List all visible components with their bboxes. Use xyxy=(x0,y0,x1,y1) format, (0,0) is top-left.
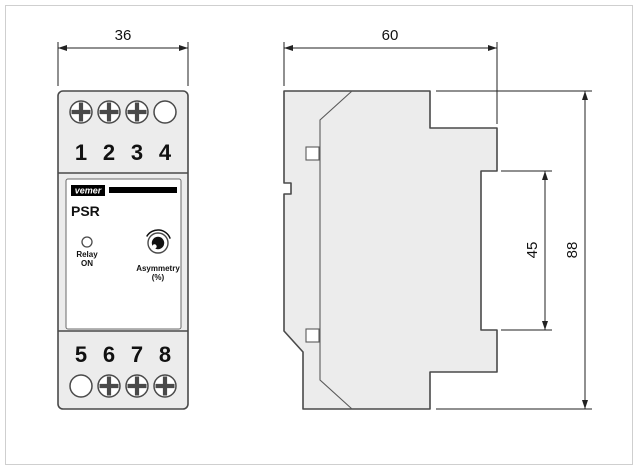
terminal-number: 6 xyxy=(103,342,115,367)
screw-terminal-icon xyxy=(125,100,149,124)
asymmetry-knob-icon xyxy=(146,229,171,254)
arrowhead-down-icon xyxy=(542,321,548,330)
arrowhead-right-icon xyxy=(488,45,497,51)
inner-contour-line xyxy=(319,90,353,410)
screw-terminal-icon xyxy=(125,374,149,398)
model-name: PSR xyxy=(71,203,100,219)
terminal-number: 1 xyxy=(75,140,87,165)
drawing-border xyxy=(5,5,633,465)
brand-logo-text: vemer xyxy=(75,186,102,196)
open-terminal-icon xyxy=(69,374,93,398)
relay-led-icon xyxy=(81,236,93,248)
fixing-hole-square xyxy=(305,328,320,343)
overall-height-dimension: 88 xyxy=(436,90,592,410)
terminal-number: 5 xyxy=(75,342,87,367)
dimension-value: 88 xyxy=(564,242,581,259)
terminal-number: 2 xyxy=(103,140,115,165)
front-width-dimension: 36 xyxy=(57,27,189,86)
arrowhead-left-icon xyxy=(58,45,67,51)
led-label-line2: ON xyxy=(81,259,93,268)
side-depth-dimension: 60 xyxy=(283,27,498,124)
front-panel: vemer PSR Relay ON Asymmetry (%) xyxy=(65,178,182,330)
bottom-terminal-block: 5 6 7 8 xyxy=(69,342,177,398)
screw-terminal-icon xyxy=(69,100,93,124)
screw-terminal-icon xyxy=(97,100,121,124)
panel-face xyxy=(65,178,182,330)
side-view: 60 45 88 xyxy=(283,27,592,410)
module-side-profile xyxy=(283,90,498,410)
rail-section-dimension: 45 xyxy=(501,170,552,331)
arrowhead-up-icon xyxy=(542,171,548,180)
terminal-number: 4 xyxy=(159,140,172,165)
arrowhead-down-icon xyxy=(582,400,588,409)
screw-terminal-icon xyxy=(97,374,121,398)
terminal-number: 3 xyxy=(131,140,143,165)
top-terminal-block: 1 2 3 4 xyxy=(69,100,177,165)
dimension-value: 36 xyxy=(115,27,132,44)
logo-bar xyxy=(109,187,177,193)
arrowhead-right-icon xyxy=(179,45,188,51)
led-label-line1: Relay xyxy=(76,250,98,259)
terminal-number: 8 xyxy=(159,342,171,367)
dimension-value: 60 xyxy=(382,27,399,44)
brand-logo xyxy=(71,185,105,196)
knob-label-line2: (%) xyxy=(152,273,165,282)
front-view: 36 1 2 3 xyxy=(57,27,189,410)
screw-terminal-icon xyxy=(153,374,177,398)
dimension-value: 45 xyxy=(524,242,541,259)
fixing-hole-square xyxy=(305,146,320,161)
arrowhead-up-icon xyxy=(582,91,588,100)
terminal-number: 7 xyxy=(131,342,143,367)
open-terminal-icon xyxy=(153,100,177,124)
arrowhead-left-icon xyxy=(284,45,293,51)
knob-label-line1: Asymmetry xyxy=(136,264,180,273)
